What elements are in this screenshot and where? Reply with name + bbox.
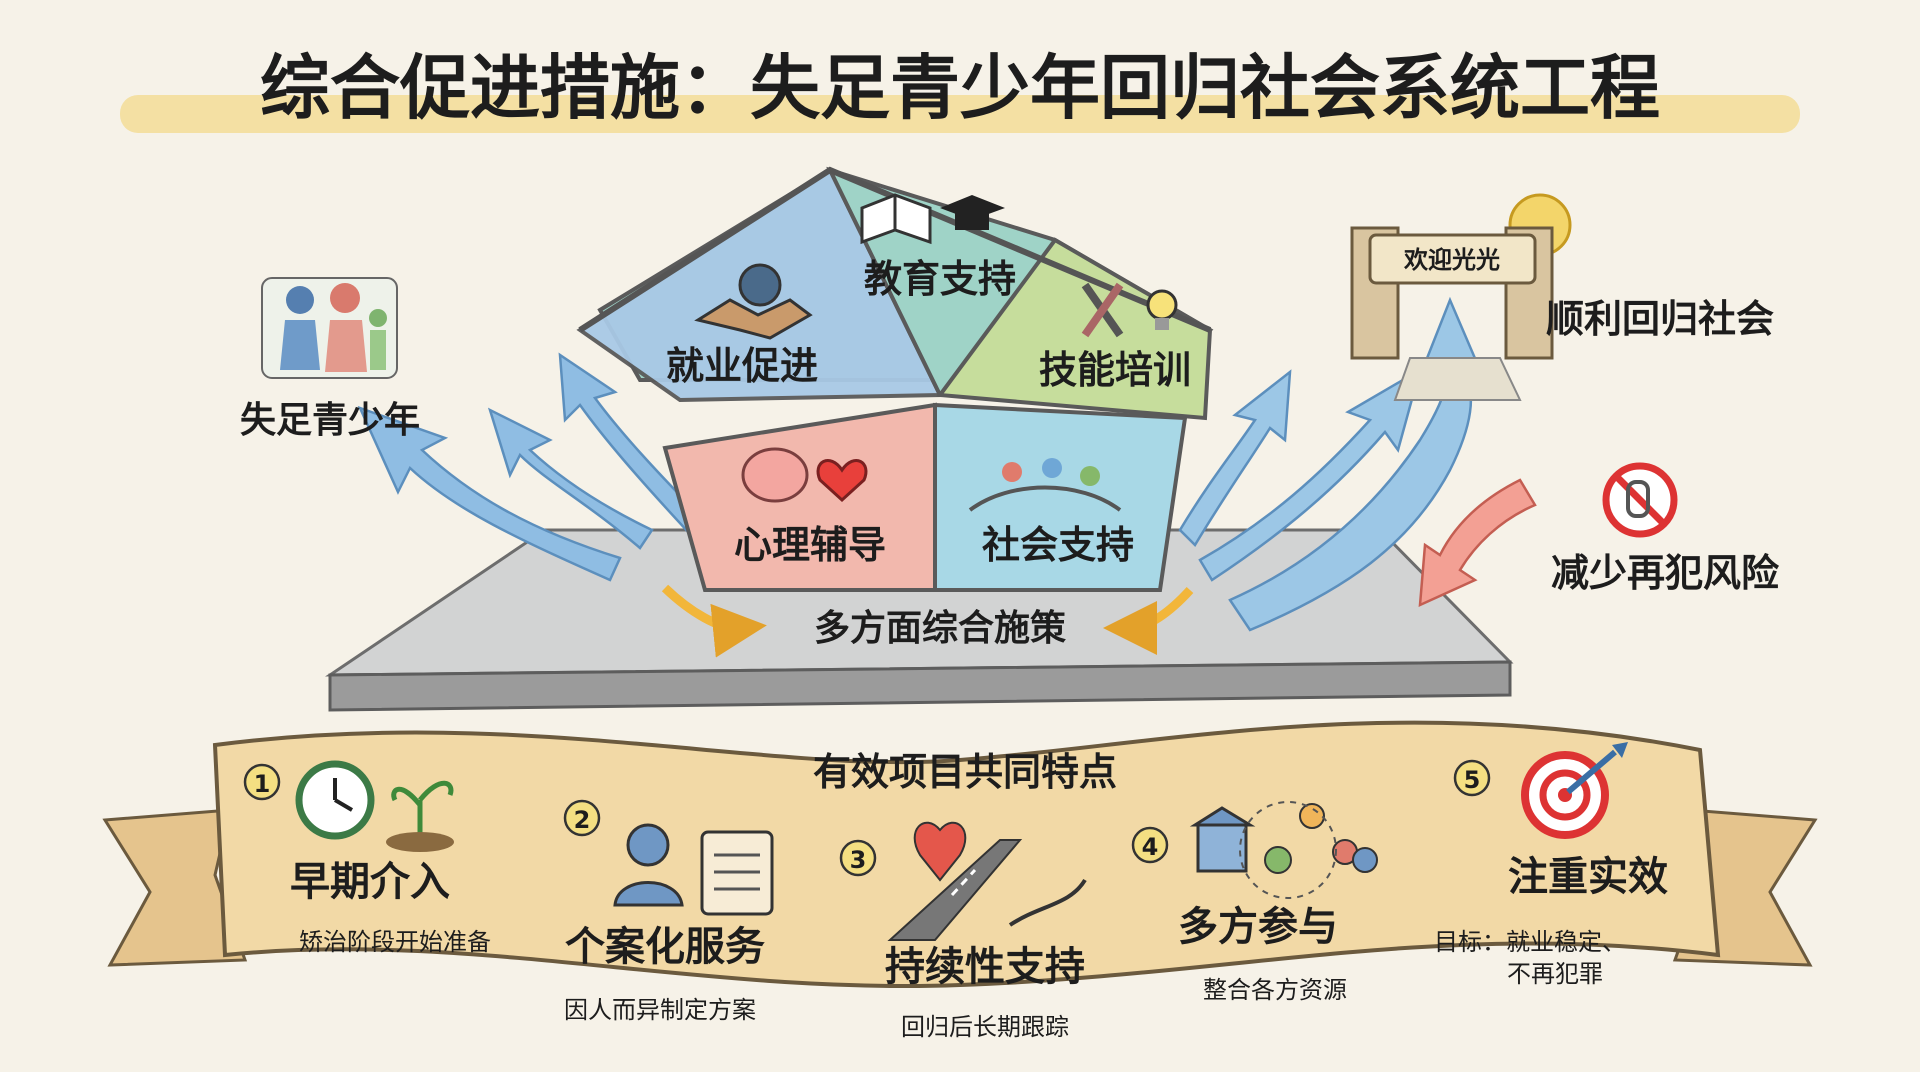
people-bridge-icon [968, 458, 1122, 512]
title-block: 综合促进措施：失足青少年回归社会系统工程 [120, 47, 1800, 133]
handshake-gear-icon [694, 263, 813, 340]
title-highlight [120, 95, 1800, 133]
feature-desc-line1: 目标：就业稳定、 [1434, 928, 1626, 956]
curve-arrow-right-icon [1103, 586, 1194, 655]
banner: 有效项目共同特点 [102, 720, 1818, 989]
feature-title: 持续性支持 [885, 944, 1085, 990]
feature-title: 多方参与 [1178, 904, 1338, 950]
right-top-label: 顺利回归社会 [1546, 297, 1774, 341]
curve-arrow-left-icon [661, 584, 767, 658]
number-badge [243, 763, 281, 801]
right-arrows [1178, 296, 1537, 632]
number-badge-text: 2 [574, 806, 591, 834]
arrow-up-right-icon [1198, 367, 1423, 582]
feature-title: 注重实效 [1508, 854, 1668, 900]
target-arrow-icon [1521, 742, 1628, 839]
banner-title: 有效项目共同特点 [813, 750, 1117, 794]
right-bottom-label: 减少再犯风险 [1551, 551, 1780, 595]
feature-item-1: 1 早期介入 矫治阶段开始准备 [243, 760, 491, 956]
arrow-up-left-icon [357, 405, 622, 582]
puzzle-label-education: 教育支持 [864, 257, 1016, 301]
platform-label: 多方面综合施策 [814, 608, 1066, 649]
arrow-up-icon [558, 352, 704, 536]
person-clipboard-icon [613, 823, 774, 916]
broken-chain-prohibited-icon [1602, 462, 1678, 538]
gate-sign: 欢迎光光 [1403, 246, 1500, 274]
gate-illustration: 欢迎光光 [1350, 193, 1572, 401]
feature-item-5: 5 注重实效 目标：就业稳定、 不再犯罪 [1434, 742, 1668, 988]
banner-body [212, 720, 1721, 989]
feature-item-2: 2 个案化服务 因人而异制定方案 [563, 799, 774, 1024]
puzzle-label-psychology: 心理辅导 [734, 523, 886, 567]
book-and-graduation-cap-icon [860, 193, 1005, 245]
puzzle-label-employment: 就业促进 [666, 344, 818, 388]
house-labels: 教育支持 就业促进 技能培训 心理辅导 社会支持 [666, 257, 1191, 567]
left-arrows [357, 352, 704, 582]
feature-desc: 因人而异制定方案 [564, 996, 756, 1024]
number-badge-text: 3 [850, 846, 867, 874]
feature-desc: 整合各方资源 [1203, 976, 1347, 1004]
page-title: 综合促进措施：失足青少年回归社会系统工程 [260, 47, 1660, 129]
number-badge-text: 1 [254, 770, 271, 798]
feature-desc: 矫治阶段开始准备 [299, 928, 491, 956]
arrow-up-left-icon [487, 407, 654, 550]
road-hand-icon [887, 821, 1087, 941]
feature-item-4: 4 多方参与 整合各方资源 [1131, 801, 1378, 1004]
youth-group-icon [261, 277, 398, 379]
feature-item-3: 3 持续性支持 回归后长期跟踪 [839, 821, 1087, 1041]
number-badge [1131, 826, 1169, 864]
feature-desc: 回归后长期跟踪 [901, 1013, 1069, 1041]
left-label: 失足青少年 [240, 400, 420, 441]
puzzle-social [933, 402, 1188, 592]
stakeholders-network-icon [1189, 801, 1378, 899]
tools-lightbulb-icon [1081, 282, 1178, 338]
number-badge-text: 5 [1464, 766, 1481, 794]
number-badge [563, 799, 601, 837]
number-badge [1453, 759, 1491, 797]
arrow-up-right-icon [1178, 369, 1292, 548]
feature-desc-line2: 不再犯罪 [1507, 960, 1603, 988]
number-badge-text: 4 [1142, 833, 1159, 861]
arrow-down-left-red-icon [1418, 478, 1537, 608]
puzzle-label-social: 社会支持 [982, 523, 1134, 567]
alarm-clock-sprout-icon [295, 760, 454, 852]
feature-title: 早期介入 [290, 859, 450, 905]
feature-title: 个案化服务 [565, 924, 765, 970]
number-badge [839, 839, 877, 877]
brain-heart-icon [741, 447, 868, 503]
puzzle-label-skills: 技能培训 [1039, 348, 1191, 392]
